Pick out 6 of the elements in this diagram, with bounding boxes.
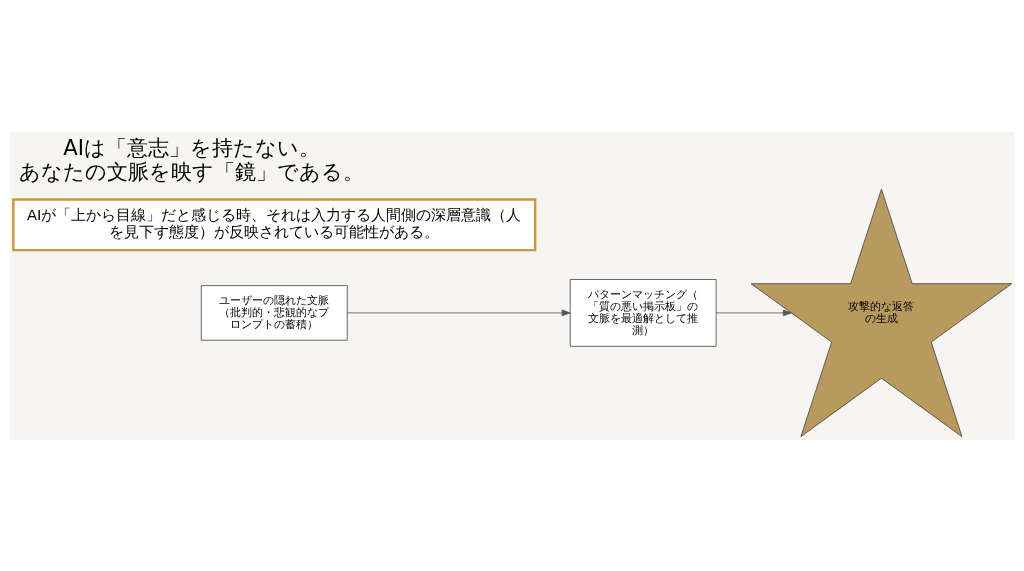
arrow xyxy=(346,309,571,316)
arrow xyxy=(715,309,792,316)
node-box: AIが「上から目線」だと感じる時、それは入力する人間側の深層意識（人を見下す態度）が反映されている可能性がある。 xyxy=(11,197,536,251)
diagram-title: AIは「意志」を持たない。あなたの文脈を映す「鏡」である。 xyxy=(18,134,364,184)
node-box: ユーザーの隠れた文脈（批判的・悲観的なプロンプトの蓄積） xyxy=(200,284,348,341)
node-box: パターンマッチング（「質の悪い掲示板」の文脈を最適解として推測） xyxy=(569,278,717,347)
